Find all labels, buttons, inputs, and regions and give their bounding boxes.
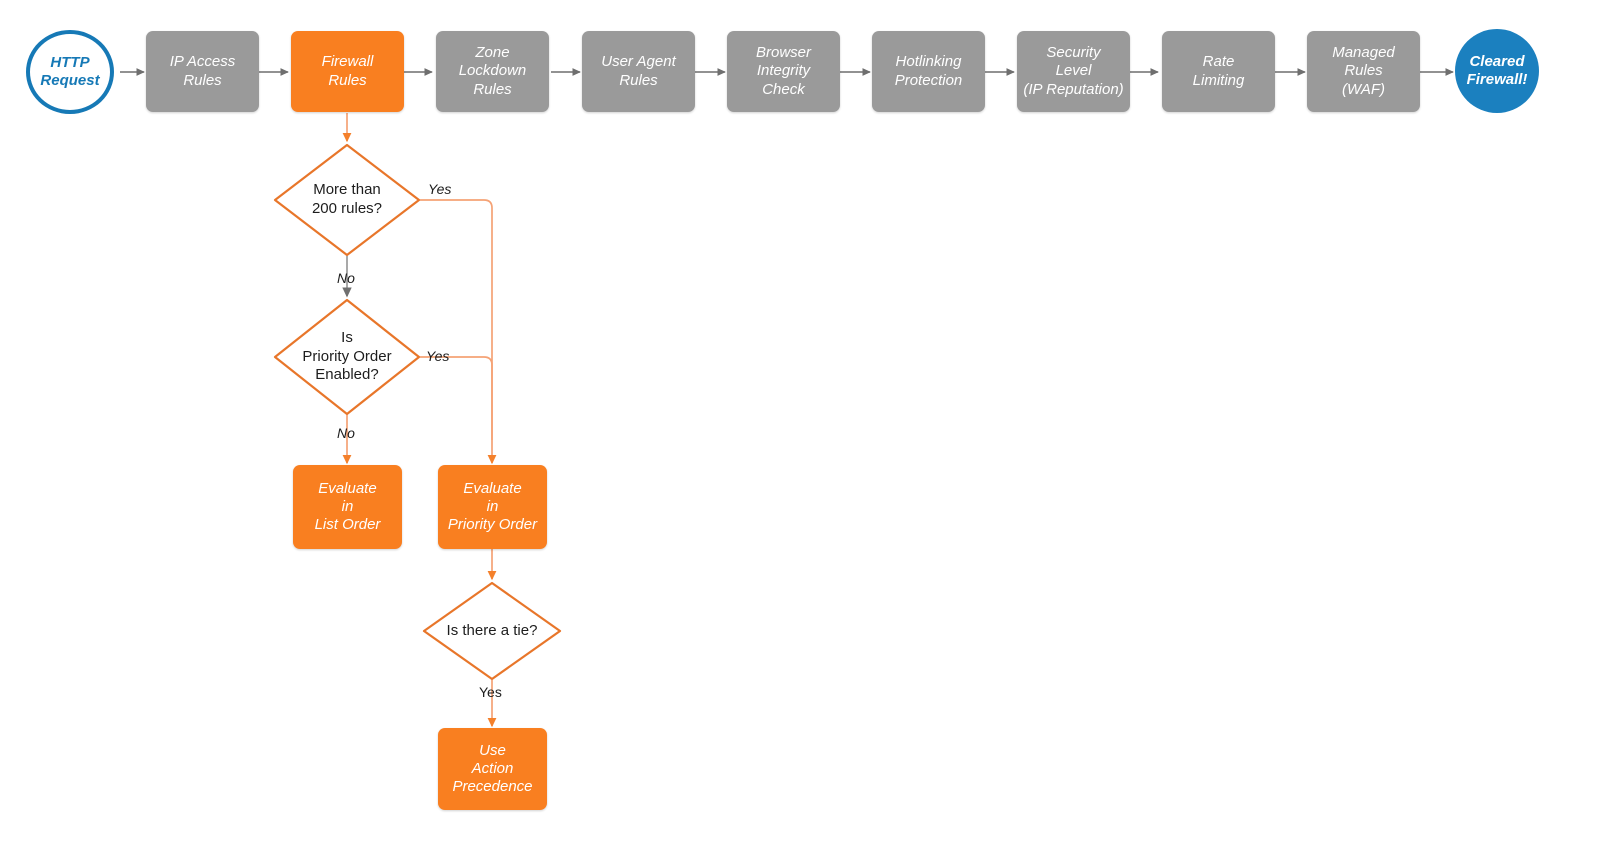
decision-label: More than 200 rules? (311, 181, 383, 217)
outcome-label: Use Action Precedence (452, 741, 533, 796)
pipeline-step-label: Rate Limiting (1192, 53, 1245, 89)
decision-more-than-200-rules[interactable]: More than 200 rules? (275, 145, 419, 255)
edge-label-priority-order-yes: Yes (426, 348, 450, 364)
pipeline-step-label: Hotlinking Protection (894, 53, 963, 89)
outcome-evaluate-in-list-order[interactable]: Evaluate in List Order (293, 465, 402, 549)
pipeline-step-label: Managed Rules (WAF) (1332, 44, 1395, 98)
end-node-cleared-firewall[interactable]: Cleared Firewall! (1455, 29, 1539, 113)
decision-is-there-a-tie[interactable]: Is there a tie? (424, 583, 560, 679)
outcome-use-action-precedence[interactable]: Use Action Precedence (438, 728, 547, 810)
outcome-evaluate-in-priority-order[interactable]: Evaluate in Priority Order (438, 465, 547, 549)
pipeline-step-firewall-rules[interactable]: Firewall Rules (291, 31, 404, 112)
pipeline-step-label: Browser Integrity Check (755, 44, 811, 98)
pipeline-step-label: User Agent Rules (601, 53, 676, 89)
decision-label: Is there a tie? (446, 621, 538, 639)
pipeline-step-hotlinking-protection[interactable]: Hotlinking Protection (872, 31, 985, 112)
pipeline-step-zone-lockdown-rules[interactable]: Zone Lockdown Rules (436, 31, 549, 112)
start-node-label: HTTP Request (40, 54, 100, 89)
outcome-label: Evaluate in List Order (314, 479, 381, 534)
start-node-http-request[interactable]: HTTP Request (26, 30, 114, 114)
pipeline-step-label: Zone Lockdown Rules (458, 44, 527, 98)
pipeline-step-security-level[interactable]: Security Level (IP Reputation) (1017, 31, 1130, 112)
decision-label: Is Priority Order Enabled? (302, 328, 392, 384)
pipeline-step-rate-limiting[interactable]: Rate Limiting (1162, 31, 1275, 112)
pipeline-step-managed-rules-waf[interactable]: Managed Rules (WAF) (1307, 31, 1420, 112)
edge-label-tie-yes: Yes (479, 684, 502, 700)
pipeline-step-label: IP Access Rules (169, 53, 236, 89)
outcome-label: Evaluate in Priority Order (447, 479, 538, 534)
pipeline-step-label: Firewall Rules (321, 53, 374, 89)
end-node-label: Cleared Firewall! (1466, 53, 1528, 88)
pipeline-step-browser-integrity-check[interactable]: Browser Integrity Check (727, 31, 840, 112)
pipeline-step-user-agent-rules[interactable]: User Agent Rules (582, 31, 695, 112)
pipeline-step-label: Security Level (IP Reputation) (1023, 44, 1124, 98)
decision-is-priority-order-enabled[interactable]: Is Priority Order Enabled? (275, 300, 419, 414)
pipeline-step-ip-access-rules[interactable]: IP Access Rules (146, 31, 259, 112)
edge-label-priority-order-no: No (337, 425, 355, 441)
edge-label-more-than-200-no: No (337, 270, 355, 286)
edge-label-more-than-200-yes: Yes (428, 181, 452, 197)
